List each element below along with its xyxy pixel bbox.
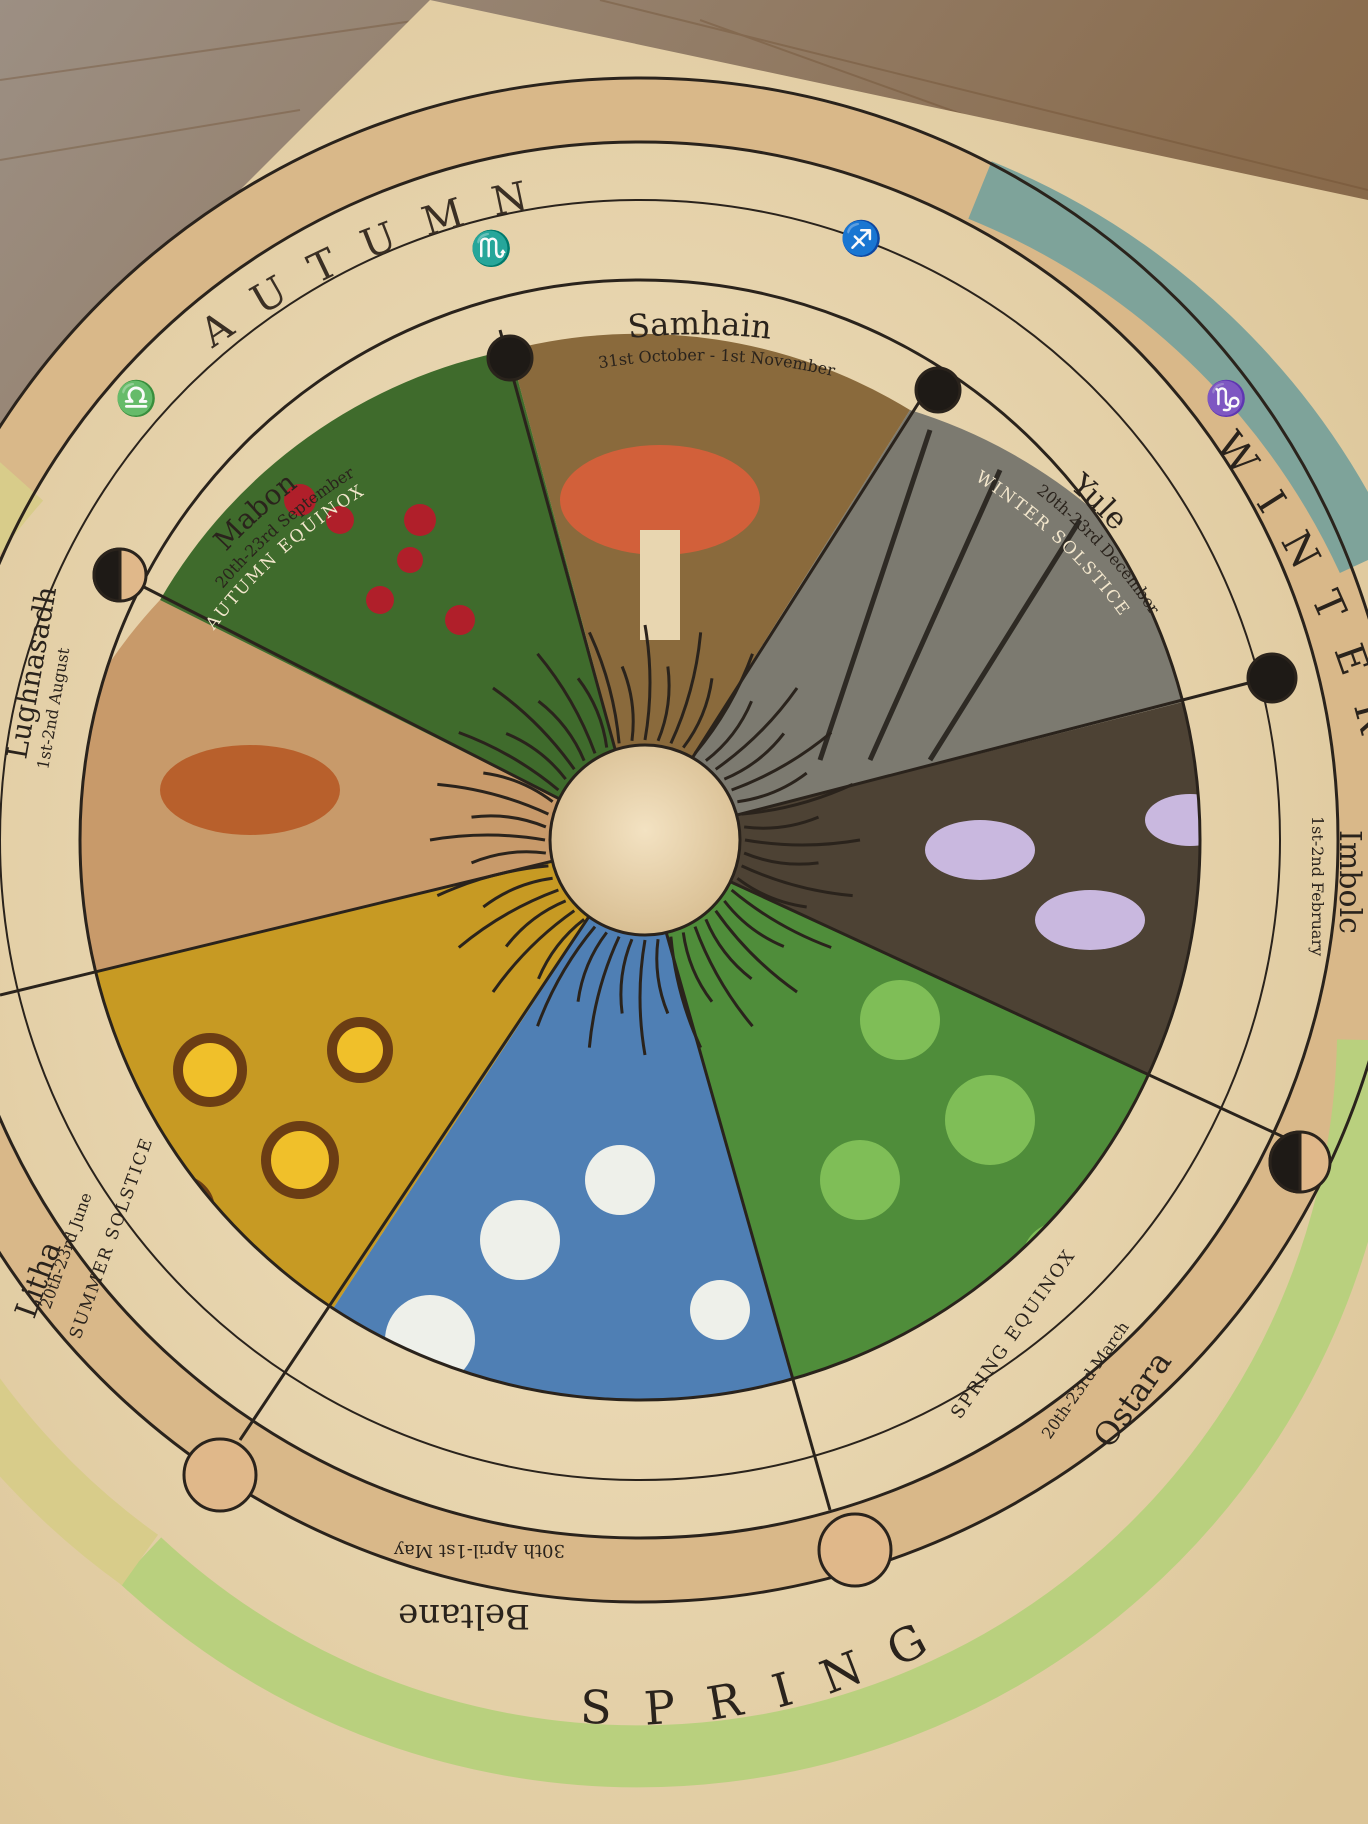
- sun-ray: [505, 732, 567, 781]
- sun-ray: [458, 731, 560, 792]
- bare-tree-trunks: [817, 429, 1083, 762]
- sun-ray: [537, 699, 586, 762]
- sun-ray: [656, 666, 671, 742]
- wedge-photo-imbolc: [640, 690, 1200, 1130]
- sun-ray: [669, 632, 703, 745]
- sun-ray: [714, 687, 799, 771]
- zodiac-sagittarius-icon: ♐: [840, 219, 882, 259]
- butterfly-wings: [160, 745, 340, 835]
- sun-ray: [492, 686, 576, 771]
- sun-ray: [576, 931, 608, 1002]
- wedge-photo-mabon: [160, 350, 640, 840]
- sun-ray: [536, 652, 597, 754]
- sun-ray: [504, 899, 567, 948]
- sun-ray: [704, 700, 753, 762]
- sun-icon: [429, 624, 861, 1056]
- full-moon-icon: [182, 1437, 258, 1513]
- sun-ray: [471, 814, 547, 829]
- sun-ray: [704, 918, 753, 981]
- sun-ray: [655, 938, 670, 1015]
- sun-ray: [731, 731, 833, 792]
- sun-ray: [587, 935, 621, 1048]
- new-moon-icon: [914, 366, 962, 414]
- sun-ray: [744, 838, 861, 847]
- sun-ray: [714, 909, 798, 994]
- sun-ray: [681, 932, 714, 1003]
- moon-phase-markers: [92, 334, 1332, 1588]
- sun-ray: [723, 899, 785, 948]
- festival-name-imbolc: Imbolc: [1332, 830, 1367, 934]
- sun-ray: [587, 631, 621, 744]
- sun-ray: [682, 678, 714, 749]
- sun-ray: [743, 815, 820, 830]
- wedge-photo-yule: [640, 410, 1200, 840]
- sun-ray: [743, 851, 819, 866]
- zodiac-scorpio-icon: ♏: [470, 229, 512, 269]
- sun-ray: [620, 665, 635, 742]
- sun-ray: [693, 926, 754, 1028]
- clover-leaves: [820, 980, 1098, 1298]
- sun-ray: [470, 850, 547, 865]
- festival-date-imbolc: 1st-2nd February: [1308, 816, 1327, 956]
- mushroom-cap: [560, 445, 760, 555]
- sun-ray: [693, 653, 754, 755]
- zodiac-libra-icon: ♎: [115, 379, 157, 419]
- sun-ray: [723, 732, 786, 781]
- sun-ray: [457, 888, 559, 949]
- sun-ray: [638, 939, 647, 1056]
- sun-ray: [740, 864, 853, 898]
- crocus-flowers: [925, 794, 1200, 950]
- mushroom-stem: [640, 530, 680, 640]
- sun-ray: [482, 876, 553, 909]
- sun-ray: [730, 888, 832, 949]
- sun-ray: [619, 938, 634, 1014]
- sun-ray: [429, 833, 546, 842]
- sun-ray: [437, 782, 550, 816]
- zodiac-capricorn-icon: ♑: [1205, 379, 1247, 419]
- sun-ray: [669, 936, 703, 1049]
- sun-ray: [741, 782, 854, 816]
- sun-ray: [436, 864, 549, 898]
- sun-ray: [737, 771, 808, 804]
- full-moon-icon: [817, 1512, 893, 1588]
- sun-ray: [643, 624, 652, 741]
- sun-ray: [483, 771, 554, 803]
- blossom-branches: [385, 1145, 750, 1385]
- new-moon-icon: [486, 334, 534, 382]
- photo-ring-border: [78, 278, 1202, 1402]
- festival-date-beltane: 30th April-1st May: [393, 1540, 565, 1561]
- sun-ray: [491, 909, 576, 993]
- sun-ray: [736, 877, 807, 909]
- season-ring: [0, 76, 1368, 1788]
- sun-ray: [576, 677, 609, 748]
- hawthorn-berries: [284, 484, 475, 635]
- sun-ray: [536, 925, 597, 1027]
- new-moon-icon: [1246, 652, 1298, 704]
- sun-ray: [537, 918, 586, 980]
- festival-name-beltane: Beltane: [398, 1596, 530, 1636]
